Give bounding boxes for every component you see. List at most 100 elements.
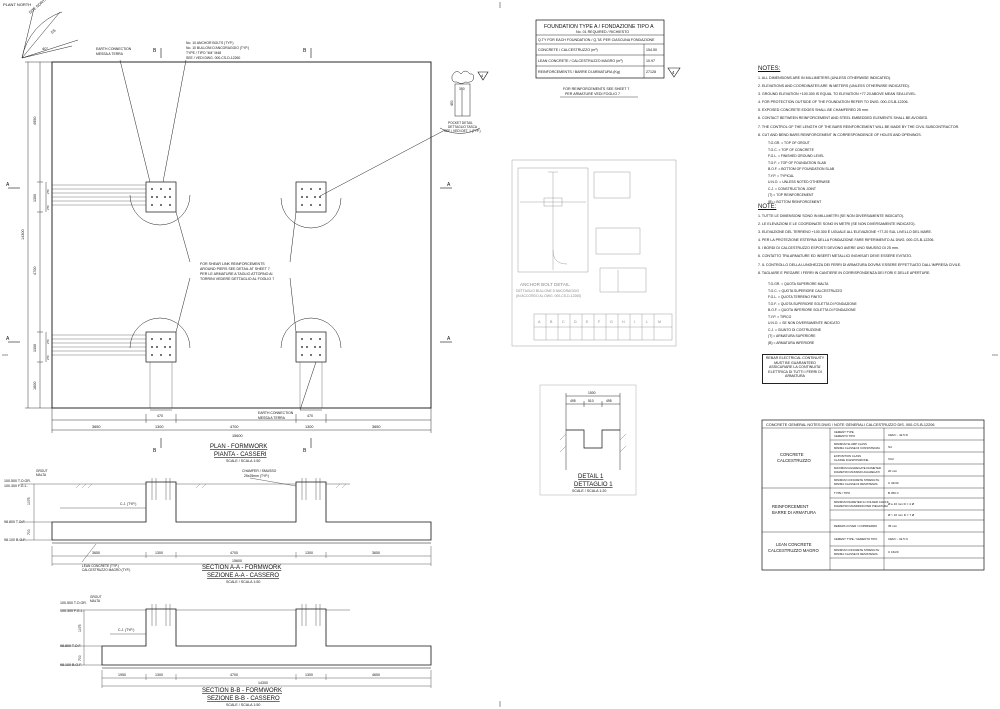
plan-scale: SCALE / SCALA 1:50 <box>226 459 260 463</box>
anchor-bolt-detail <box>511 159 677 347</box>
svg-text:MINIMUM DIAMETER for FOLDER CH: MINIMUM DIAMETER for FOLDER CHUCK <box>834 500 889 504</box>
svg-text:EXPOSITION CLASS: EXPOSITION CLASS <box>834 454 861 458</box>
svg-text:Ø > 16 mm D = 7 Ø: Ø > 16 mm D = 7 Ø <box>888 513 915 517</box>
earth-bottom-1: EARTH CONNECTION <box>258 411 294 415</box>
pocket-rev: 4 <box>481 73 484 78</box>
aa-dim-4: 1300 <box>305 551 313 555</box>
bb-dim-4: 1300 <box>305 673 313 677</box>
section-b-marker-top-1: B <box>153 48 157 54</box>
ct-group-2-label-1: REINFORCEMENT <box>772 504 809 509</box>
notes-it-item: 5. I BORDI DI CALCESTRUZZO ESPOSTI DEVON… <box>758 246 899 251</box>
abbr-it-item: B.O.F. = QUOTA INFERIORE SOLETTA DI FOND… <box>768 308 856 312</box>
d1-scale: SCALE / SCALA 1:20 <box>572 489 606 493</box>
notes-en-item: 6. CONTACT BETWEEN REINFORCEMENT AND STE… <box>758 116 929 121</box>
pocket-dim-1: 350 <box>459 87 465 91</box>
aa-dim-2: 1300 <box>155 551 163 555</box>
north-arrow <box>21 7 79 59</box>
plan-dim-5: 3650 <box>372 425 380 429</box>
notes-en-title: NOTES: <box>758 66 781 72</box>
bolts-note-1: No. 10 ANCHOR BOLTS (TYP.) <box>186 41 234 45</box>
abbr-en-item: (T) = TOP REINFORCEMENT <box>768 193 814 197</box>
plan-pier-dim-2: 470 <box>307 414 313 418</box>
ft-row-3-value: 27128 <box>646 70 656 74</box>
bb-grout-2: MALTA <box>90 599 101 603</box>
plan-dim-4: 1300 <box>305 425 313 429</box>
abbr-it-item: T.O.F. = QUOTA SUPERIORE SOLETTA DI FOND… <box>768 301 857 306</box>
aa-chamfer-1: CHAMFER / SMUSSO <box>242 469 277 473</box>
svg-text:B: B <box>550 320 553 324</box>
aa-lean-2: CALCESTRUZZO MAGRO (TYP.) <box>82 568 130 572</box>
section-a-marker-right-2: A <box>447 336 451 342</box>
ft-row-2-label: LEAN CONCRETE / CALCESTRUZZO MAGRO (m³) <box>538 59 623 63</box>
svg-text:MINIMA CLASSE DI RESISTENZA: MINIMA CLASSE DI RESISTENZA <box>834 552 878 556</box>
pocket-label-3: SEE / VEDI DET. 1 (TYP.) <box>444 129 481 133</box>
abbr-en-item: F.G.L. = FINISHED GROUND LEVEL <box>768 154 825 158</box>
plan-formwork: A A A A B B B B 3650 1300 4700 1300 3650 <box>6 41 489 463</box>
plan-small-dim-3: 270 <box>46 339 50 344</box>
notes-it: 1. TUTTE LE DIMENSIONI SONO IN MILLIMETR… <box>758 212 994 277</box>
svg-text:F: F <box>598 320 601 324</box>
svg-text:C 32/40: C 32/40 <box>888 481 899 485</box>
svg-text:CEM I - 42.5 R: CEM I - 42.5 R <box>888 433 909 437</box>
svg-text:A: A <box>538 320 541 324</box>
notes-it-item: 6. CONTATTO TRA ARMATURE ED INSERTI META… <box>758 254 913 259</box>
svg-text:G: G <box>610 320 613 324</box>
notes-it-title: NOTE: <box>758 204 777 210</box>
bb-dim-v-2: 700 <box>78 655 82 661</box>
rebar-note-line: ARMATURA <box>785 374 805 379</box>
abbr-it: T.O.GR. = QUOTA SUPERIORE MALTA T.O.C. =… <box>768 281 888 346</box>
plan-left-dim-5: 1600 <box>33 382 37 390</box>
svg-text:H: H <box>622 320 625 324</box>
aa-level-3: 98.800 T.O.F. <box>4 520 26 524</box>
aa-level-2: 100.300 F.G.L. <box>4 484 28 488</box>
pier-top-left <box>145 181 177 213</box>
notes-it-item: 1. TUTTE LE DIMENSIONI SONO IN MILLIMETR… <box>758 214 904 218</box>
abbr-it-item: T.Y.P. = TIPICO <box>768 314 792 319</box>
aa-chamfer-2: 25x25mm (TYP.) <box>244 474 269 478</box>
concrete-table: CONCRETE GENERAL NOTES DWG / NOTE GENERA… <box>761 419 985 571</box>
section-a-marker-left: A <box>6 182 10 188</box>
ft-title: FOUNDATION TYPE A / FONDAZIONE TIPO A <box>544 24 654 30</box>
bolts-note-2: No. 10 BULLONI D'ANCORAGGIO (TYP.) <box>186 46 249 50</box>
ft-row-1-label: CONCRETE / CALCESTRUZZO (m³) <box>538 48 598 52</box>
shear-note-2: AROUND PIERS SEE DETAIL AT SHEET 7 <box>200 267 270 271</box>
aa-dim-5: 3650 <box>372 551 380 555</box>
bb-dim-5: 4650 <box>372 673 380 677</box>
svg-text:DIAMETRO MANDRINO PER PIEGATUR: DIAMETRO MANDRINO PER PIEGATURA <box>834 504 888 508</box>
anchor-title-it-2: (IN ACCORDO AL DWG. 000-CS-D-12260) <box>516 294 581 298</box>
abbr-it-item: C.J. = GIUNTO DI COSTRUZIONE <box>768 327 821 332</box>
d1-title: DETAIL 1 <box>578 474 604 480</box>
abbr-it-item: F.G.L. = QUOTA TERRENO FINITO <box>768 295 822 299</box>
plan-pier-dim-1: 470 <box>157 414 163 418</box>
foundation-table: FOUNDATION TYPE A / FONDAZIONE TIPO A No… <box>535 19 681 98</box>
notes-en: 1. ALL DIMENSIONS ARE IN MILLIMETERS (UN… <box>758 74 994 139</box>
pocket-label-1: POCKET DETAIL <box>448 121 473 125</box>
plan-dim-1: 3650 <box>92 425 100 429</box>
ft-header: Q.TY FOR EACH FOUNDATION / Q.TA' PER CIA… <box>538 38 655 42</box>
bb-level-3: 98.800 T.O.F. <box>60 644 82 648</box>
bb-dim-2: 1300 <box>155 673 163 677</box>
rebar-note-line: REBAR ELECTRICAL CONTINUITY <box>765 356 825 360</box>
svg-text:35 mm: 35 mm <box>888 524 898 528</box>
aa-level-4: 98.100 B.O.F. <box>4 538 26 542</box>
aa-dim-v-2: 700 <box>27 529 31 535</box>
notes-en-item: 7. THE CONTROL OF THE LENGTH OF THE BARS… <box>758 124 960 129</box>
d1-dim-3: 495 <box>606 399 612 403</box>
svg-text:CEMENTO TIPO: CEMENTO TIPO <box>834 434 856 438</box>
svg-text:MINIMUM SLUMP CLASS: MINIMUM SLUMP CLASS <box>834 442 867 446</box>
plan-dim-2: 1300 <box>155 425 163 429</box>
svg-text:XC2: XC2 <box>888 457 894 461</box>
plan-dim-total: 15600 <box>232 434 243 438</box>
plan-left-dim-2: 1300 <box>33 194 37 202</box>
svg-text:MINIMUM CONCRETE STRENGTH: MINIMUM CONCRETE STRENGTH <box>834 548 879 552</box>
ss-label: SS <box>50 28 57 35</box>
aa-dim-3: 4700 <box>230 551 238 555</box>
section-a-marker-right: A <box>447 182 451 188</box>
ct-group-3-label-1: LEAN CONCRETE <box>776 542 812 547</box>
notes-it-item: 4. PER LA PROTEZIONE ESTERNA DELLA FONDA… <box>758 238 935 243</box>
plan-small-dim-2: 270 <box>46 205 50 210</box>
ft-reinf-2: PER ARMATURE VEDI FOGLIO 7 <box>565 92 620 96</box>
earth-bottom-2: MESSA A TERRA <box>258 416 286 420</box>
anchor-title: ANCHOR BOLT DETAIL <box>520 282 570 287</box>
